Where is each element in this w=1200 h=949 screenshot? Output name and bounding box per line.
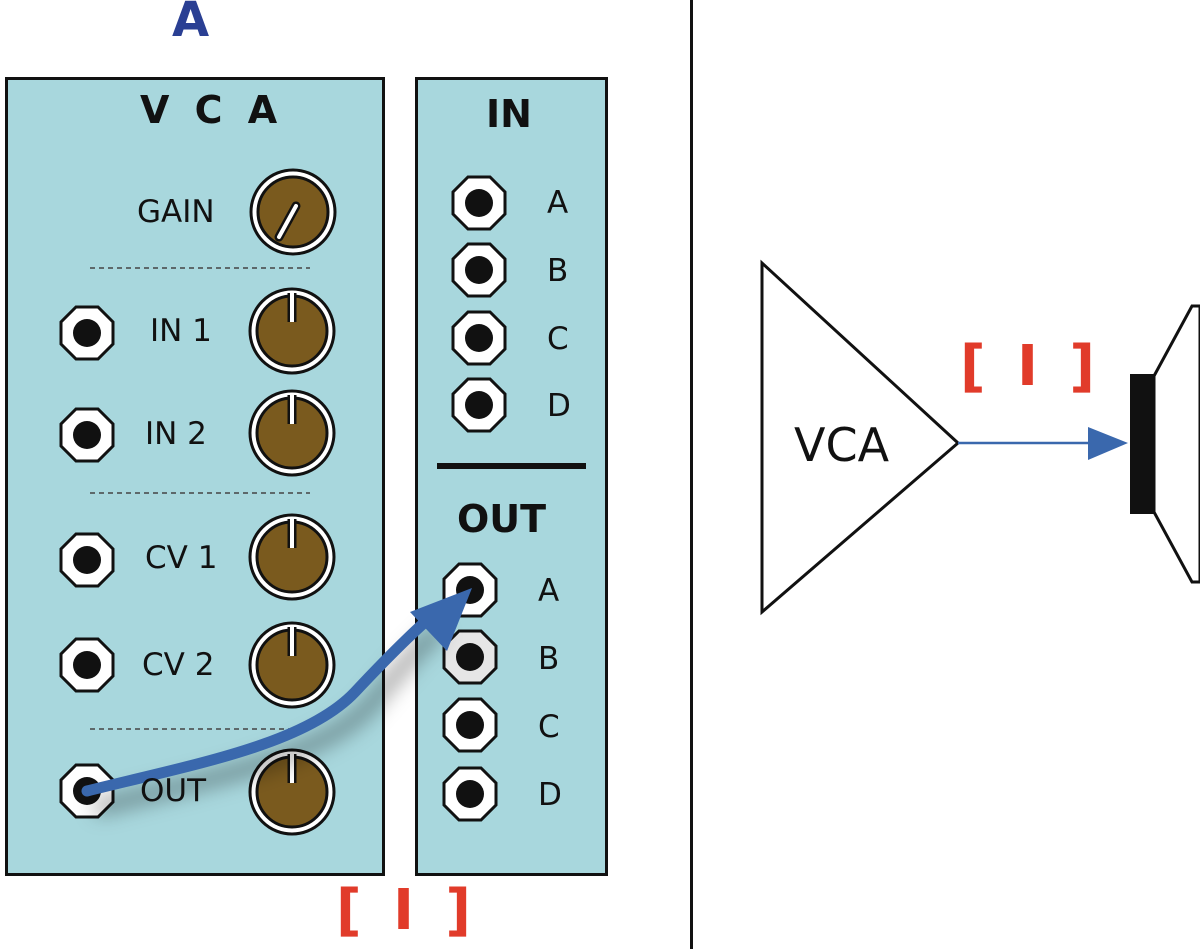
out-jack-label-c: C <box>538 709 560 745</box>
cv-1-knob[interactable] <box>248 513 336 601</box>
in-jack-d[interactable] <box>451 377 507 433</box>
in-jack-label-a: A <box>547 185 569 221</box>
in-jack-c[interactable] <box>451 310 507 366</box>
in-jack-label-c: C <box>547 321 569 357</box>
row-label-cv-2: CV 2 <box>142 647 215 683</box>
out-section-title: OUT <box>457 497 547 541</box>
gain-knob[interactable] <box>249 168 337 256</box>
in-2-jack[interactable] <box>59 407 115 463</box>
section-divider <box>690 0 693 949</box>
in-jack-b[interactable] <box>451 242 507 298</box>
out-jack-d[interactable] <box>442 766 498 822</box>
in-jack-label-d: D <box>547 388 571 424</box>
figure-label: A <box>172 0 210 48</box>
signal-arrow <box>958 427 1128 460</box>
row-label-in-1: IN 1 <box>150 313 212 349</box>
schematic-marker: [ I ] <box>960 334 1102 399</box>
out-jack-c[interactable] <box>442 697 498 753</box>
in-1-jack[interactable] <box>59 305 115 361</box>
row-label-in-2: IN 2 <box>145 416 207 452</box>
cv-2-jack[interactable] <box>59 637 115 693</box>
in-jack-label-b: B <box>547 253 569 289</box>
io-module-panel <box>415 77 608 876</box>
in-section-title: IN <box>486 92 532 136</box>
out-jack-label-d: D <box>538 777 562 813</box>
row-label-out: OUT <box>140 773 207 809</box>
out-jack-b[interactable] <box>442 629 498 685</box>
out-jack-label-a: A <box>538 573 560 609</box>
patch-cable[interactable] <box>81 588 472 816</box>
vca-module-title: V C A <box>140 88 284 132</box>
gain-label: GAIN <box>137 194 215 230</box>
speaker-icon <box>1130 304 1200 584</box>
row-label-cv-1: CV 1 <box>145 540 218 576</box>
cv-1-jack[interactable] <box>59 532 115 588</box>
in-jack-a[interactable] <box>451 175 507 231</box>
bottom-marker: [ I ] <box>336 878 478 943</box>
in-2-knob[interactable] <box>248 389 336 477</box>
cv-2-knob[interactable] <box>248 621 336 709</box>
amplifier-triangle <box>760 259 961 616</box>
out-knob[interactable] <box>248 748 336 836</box>
in-1-knob[interactable] <box>248 287 336 375</box>
out-jack-label-b: B <box>538 641 560 677</box>
amplifier-label: VCA <box>794 418 890 472</box>
